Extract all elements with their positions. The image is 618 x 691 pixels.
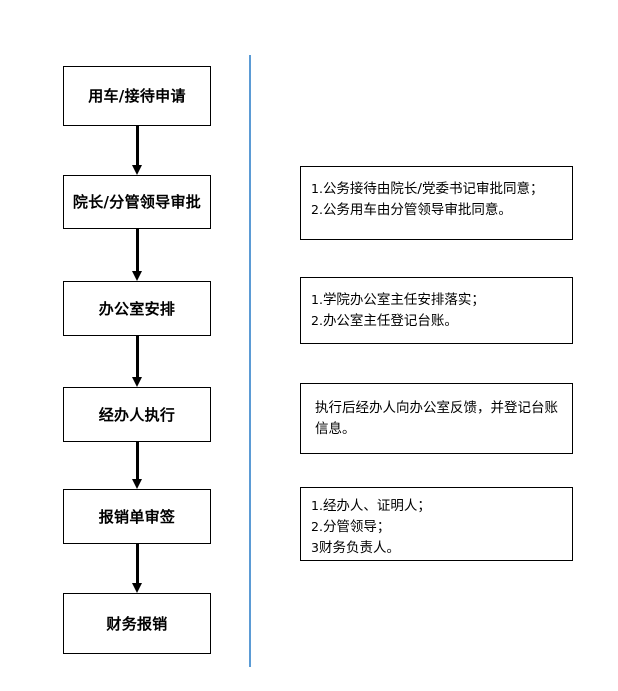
note-line-number: 2. bbox=[311, 518, 323, 534]
flow-step-label-1: 用车/接待申请 bbox=[88, 87, 186, 105]
arrow-head bbox=[132, 479, 142, 489]
note-line: 1.经办人、证明人； bbox=[311, 496, 562, 517]
arrow-shaft bbox=[136, 544, 139, 583]
note-box-office-arrangement[interactable]: 1.学院办公室主任安排落实； 2.办公室主任登记台账。 bbox=[300, 277, 573, 344]
flow-step-box-1[interactable]: 用车/接待申请 bbox=[63, 66, 211, 126]
flow-step-box-6[interactable]: 财务报销 bbox=[63, 593, 211, 654]
flow-step-label-5: 报销单审签 bbox=[98, 507, 176, 526]
flow-step-label-4: 经办人执行 bbox=[98, 405, 176, 424]
flow-step-label-2: 院长/分管领导审批 bbox=[72, 193, 202, 211]
note-line-text: 财务负责人。 bbox=[318, 539, 400, 556]
flow-step-label-6: 财务报销 bbox=[106, 614, 168, 633]
flow-step-label-3: 办公室安排 bbox=[98, 299, 176, 318]
note-line: 2.办公室主任登记台账。 bbox=[311, 311, 562, 332]
arrow-head bbox=[132, 165, 142, 175]
note-line-number: 1. bbox=[311, 181, 323, 196]
arrow-shaft bbox=[136, 229, 139, 271]
note-line-number: 3 bbox=[311, 539, 319, 555]
arrow-shaft bbox=[136, 336, 139, 377]
flow-step-box-5[interactable]: 报销单审签 bbox=[63, 489, 211, 544]
down-arrow-icon-4 bbox=[132, 442, 143, 489]
flow-step-box-3[interactable]: 办公室安排 bbox=[63, 281, 211, 336]
note-line: 1.学院办公室主任安排落实； bbox=[311, 290, 562, 311]
note-box-approval[interactable]: 1.公务接待由院长/党委书记审批同意； 2.公务用车由分管领导审批同意。 bbox=[300, 166, 573, 240]
vertical-divider bbox=[249, 55, 251, 667]
down-arrow-icon-2 bbox=[132, 229, 143, 281]
note-line-number: 1. bbox=[311, 292, 323, 307]
note-line-text: 学院办公室主任安排落实； bbox=[322, 292, 485, 308]
down-arrow-icon-3 bbox=[132, 336, 143, 387]
note-line: 3财务负责人。 bbox=[311, 538, 562, 559]
note-line: 2.公务用车由分管领导审批同意。 bbox=[311, 200, 562, 221]
flow-step-box-2[interactable]: 院长/分管领导审批 bbox=[63, 175, 211, 229]
down-arrow-icon-1 bbox=[132, 126, 143, 175]
note-line-text: 分管领导； bbox=[322, 518, 391, 535]
note-box-execution-feedback[interactable]: 执行后经办人向办公室反馈，并登记台账信息。 bbox=[300, 383, 573, 454]
note-body-text: 执行后经办人向办公室反馈，并登记台账信息。 bbox=[315, 400, 558, 437]
note-line-number: 1. bbox=[311, 498, 323, 513]
note-box-reimbursement-signers[interactable]: 1.经办人、证明人； 2.分管领导； 3财务负责人。 bbox=[300, 487, 573, 561]
note-line-number: 2. bbox=[311, 201, 323, 217]
note-line-text: 公务接待由院长/党委书记审批同意； bbox=[322, 181, 544, 197]
arrow-shaft bbox=[136, 442, 139, 479]
down-arrow-icon-5 bbox=[132, 544, 143, 593]
note-line-text: 经办人、证明人； bbox=[322, 498, 431, 514]
note-line-text: 办公室主任登记台账。 bbox=[322, 312, 458, 329]
note-line-text: 公务用车由分管领导审批同意。 bbox=[322, 201, 512, 218]
note-line: 1.公务接待由院长/党委书记审批同意； bbox=[311, 179, 562, 200]
arrow-head bbox=[132, 271, 142, 281]
arrow-shaft bbox=[136, 126, 139, 165]
note-line-number: 2. bbox=[311, 312, 323, 328]
note-line: 2.分管领导； bbox=[311, 517, 562, 538]
arrow-head bbox=[132, 583, 142, 593]
arrow-head bbox=[132, 377, 142, 387]
flow-step-box-4[interactable]: 经办人执行 bbox=[63, 387, 211, 442]
